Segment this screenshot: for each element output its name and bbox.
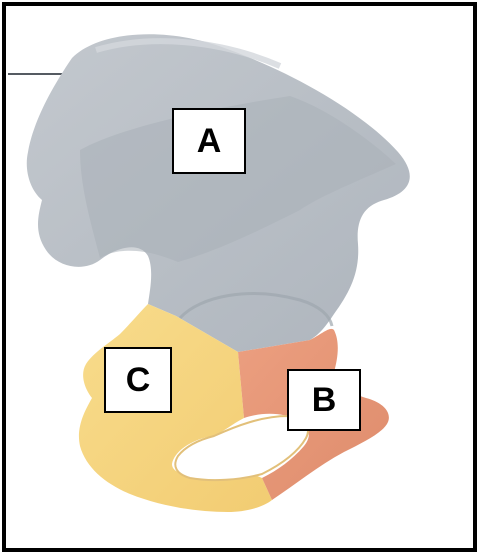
label-a: A (172, 108, 246, 174)
label-c: C (104, 347, 172, 413)
label-b: B (287, 369, 361, 431)
